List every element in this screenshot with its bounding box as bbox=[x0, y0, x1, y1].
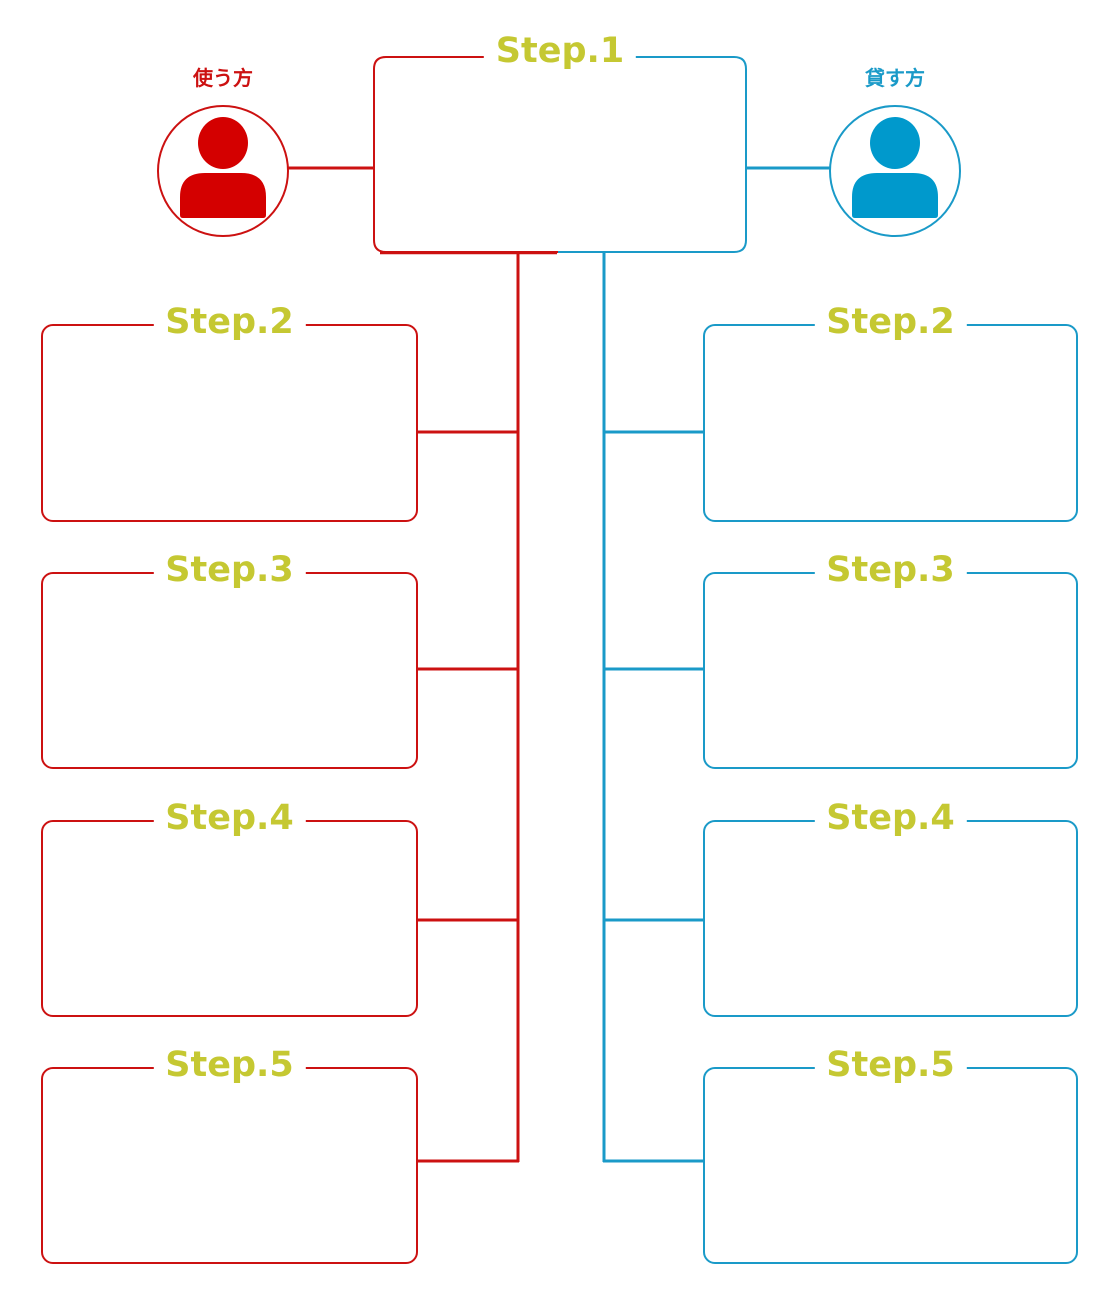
lender-step5-box: Step.5 bbox=[703, 1039, 1078, 1264]
user-step5-label: Step.5 bbox=[153, 1039, 306, 1091]
user-step4-label: Step.4 bbox=[153, 792, 306, 844]
user-step4-box: Step.4 bbox=[41, 792, 418, 1017]
lender-role-label: 貸す方 bbox=[865, 66, 925, 90]
user-person-body bbox=[180, 173, 266, 218]
lender-step4-box: Step.4 bbox=[703, 792, 1078, 1017]
lender-step2-box: Step.2 bbox=[703, 296, 1078, 522]
user-step3-label: Step.3 bbox=[153, 544, 306, 596]
step1-border-blue bbox=[558, 56, 747, 253]
step1-label: Step.1 bbox=[483, 25, 637, 77]
step1-border-red bbox=[373, 56, 560, 253]
user-step3-box: Step.3 bbox=[41, 544, 418, 769]
lender-step3-label: Step.3 bbox=[814, 544, 967, 596]
lender-step2-label: Step.2 bbox=[814, 296, 967, 348]
lender-step4-label: Step.4 bbox=[814, 792, 967, 844]
step1-box: Step.1 bbox=[373, 25, 747, 253]
user-step2-box: Step.2 bbox=[41, 296, 418, 522]
lender-avatar bbox=[829, 105, 961, 237]
user-person-icon bbox=[180, 117, 266, 218]
step1-box-border bbox=[373, 56, 747, 253]
user-avatar bbox=[157, 105, 289, 237]
user-step2-label: Step.2 bbox=[153, 296, 306, 348]
lender-person-body bbox=[852, 173, 938, 218]
lender-step5-label: Step.5 bbox=[814, 1039, 967, 1091]
lender-person-head bbox=[870, 117, 920, 169]
user-step5-box: Step.5 bbox=[41, 1039, 418, 1264]
lender-person-icon bbox=[852, 117, 938, 218]
user-role-label: 使う方 bbox=[193, 66, 253, 90]
user-person-head bbox=[198, 117, 248, 169]
lender-step3-box: Step.3 bbox=[703, 544, 1078, 769]
